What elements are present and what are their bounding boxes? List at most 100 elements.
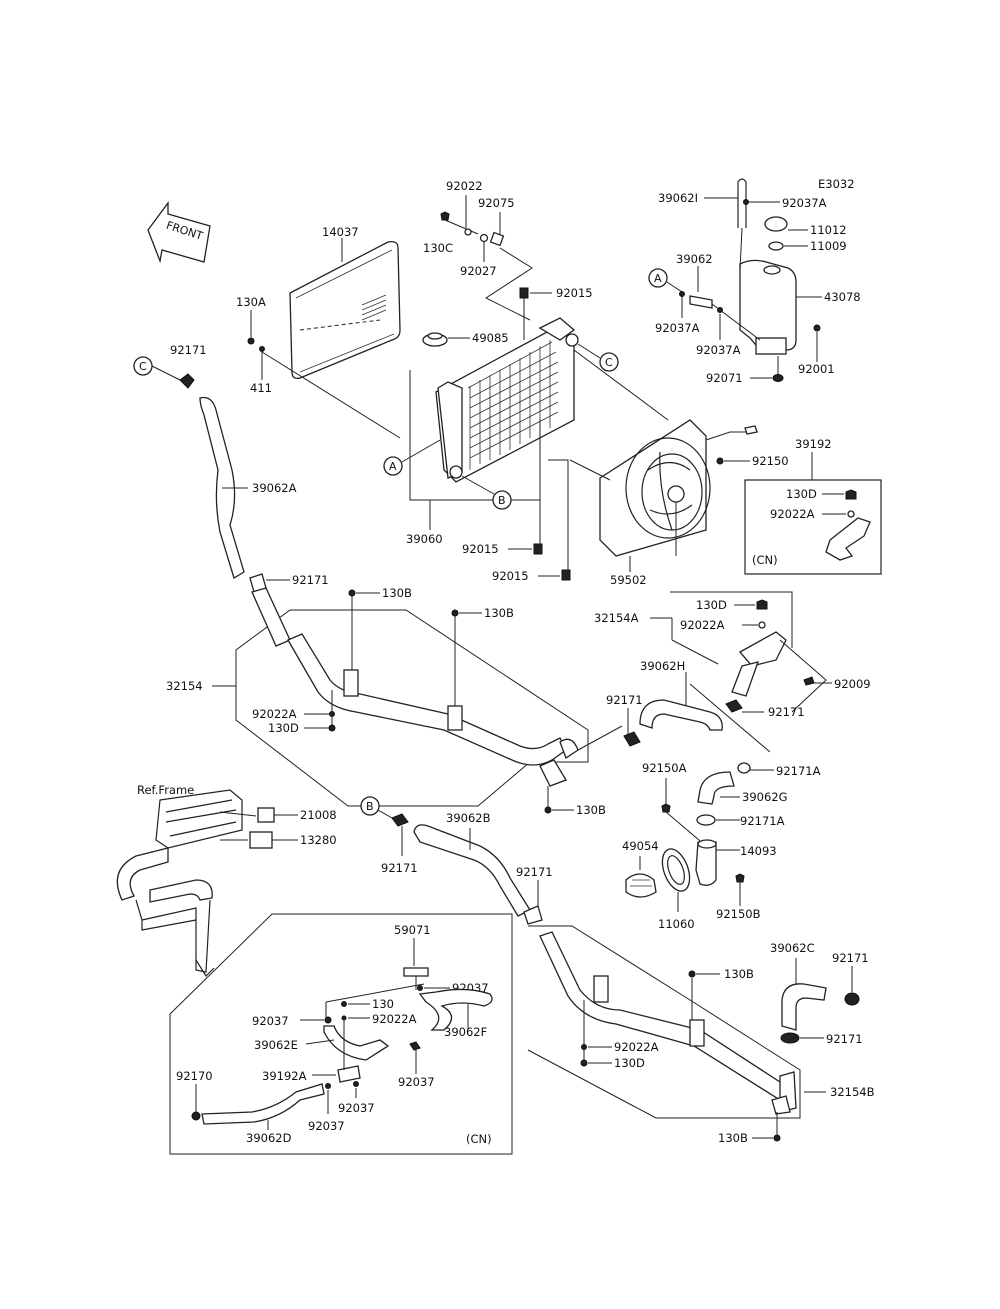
ref-frame-label: Ref.Frame bbox=[137, 783, 194, 797]
part-92027: 92027 bbox=[460, 264, 497, 278]
bolt-130a bbox=[247, 337, 255, 345]
part-11060: 11060 bbox=[658, 917, 695, 931]
radiator-screen bbox=[289, 240, 401, 380]
part-92037-2: 92037 bbox=[252, 1014, 289, 1028]
part-43078: 43078 bbox=[824, 290, 861, 304]
relay-21008 bbox=[257, 807, 275, 823]
part-11009: 11009 bbox=[810, 239, 847, 253]
thermostat-49054 bbox=[625, 873, 657, 898]
pipe-32154b bbox=[539, 931, 793, 1101]
part-39062D: 39062D bbox=[246, 1131, 292, 1145]
part-411: 411 bbox=[250, 381, 272, 395]
front-arrow-icon: FRONT bbox=[147, 201, 211, 264]
part-14093: 14093 bbox=[740, 844, 777, 858]
part-92037-4: 92037 bbox=[338, 1101, 375, 1115]
bolt-92150b bbox=[735, 873, 745, 883]
part-32154B: 32154B bbox=[830, 1085, 875, 1099]
part-92171-c2: 92171 bbox=[832, 951, 869, 965]
part-130C: 130C bbox=[423, 241, 453, 255]
part-92171-c: 92171 bbox=[170, 343, 207, 357]
bolt-92150a bbox=[661, 803, 671, 813]
callout-c-right bbox=[599, 352, 619, 372]
part-32154A: 32154A bbox=[594, 611, 639, 625]
part-130D-box: 130D bbox=[786, 487, 817, 501]
part-130D-right: 130D bbox=[696, 598, 727, 612]
part-39192A: 39192A bbox=[262, 1069, 307, 1083]
part-92022A-bot: 92022A bbox=[614, 1040, 659, 1054]
part-92037-5: 92037 bbox=[308, 1119, 345, 1133]
hose-39062h bbox=[639, 699, 723, 731]
clamp-92171-c2 bbox=[844, 992, 860, 1006]
box-39192 bbox=[744, 479, 882, 575]
part-92001: 92001 bbox=[798, 362, 835, 376]
module-13280 bbox=[249, 831, 273, 849]
clamp-92171-c3 bbox=[780, 1032, 800, 1044]
part-32154: 32154 bbox=[166, 679, 203, 693]
part-92075: 92075 bbox=[478, 196, 515, 210]
part-92037A-left: 92037A bbox=[655, 321, 700, 335]
bolt-92001 bbox=[813, 324, 821, 332]
part-92071: 92071 bbox=[706, 371, 743, 385]
part-49054: 49054 bbox=[622, 839, 659, 853]
part-13280: 13280 bbox=[300, 833, 337, 847]
clamp-92171a-1 bbox=[737, 762, 751, 774]
part-11012: 11012 bbox=[810, 223, 847, 237]
part-59071: 59071 bbox=[394, 923, 431, 937]
svg-text:A: A bbox=[389, 460, 397, 473]
part-92171A-1: 92171A bbox=[776, 764, 821, 778]
hose-39062d bbox=[201, 1083, 325, 1125]
pipe-bracket-1 bbox=[343, 669, 359, 697]
callout-b-radiator bbox=[492, 490, 512, 510]
part-130B-2: 130B bbox=[484, 606, 514, 620]
part-14037: 14037 bbox=[322, 225, 359, 239]
part-92170: 92170 bbox=[176, 1069, 213, 1083]
grommet-92071 bbox=[772, 374, 784, 382]
part-92037A-mid: 92037A bbox=[696, 343, 741, 357]
hose-39062c bbox=[781, 983, 827, 1031]
gasket-11060 bbox=[661, 848, 691, 892]
part-21008: 21008 bbox=[300, 808, 337, 822]
variant-cn-lower: (CN) bbox=[466, 1132, 492, 1146]
tee-59071 bbox=[403, 967, 429, 977]
hose-39062f bbox=[418, 988, 493, 1031]
cooling-fan bbox=[599, 419, 711, 557]
clamp-92171-mid bbox=[523, 905, 543, 925]
part-92150: 92150 bbox=[752, 454, 789, 468]
part-92171-upper: 92171 bbox=[292, 573, 329, 587]
part-49085: 49085 bbox=[472, 331, 509, 345]
callout-a-radiator bbox=[383, 456, 403, 476]
part-39062I: 39062I bbox=[658, 191, 698, 205]
svg-text:B: B bbox=[498, 494, 506, 507]
clamp-92171a-2 bbox=[696, 814, 716, 826]
radiator-assembly bbox=[435, 317, 579, 483]
part-39062G: 39062G bbox=[742, 790, 788, 804]
gasket-11009 bbox=[768, 241, 784, 251]
part-92171-c3: 92171 bbox=[826, 1032, 863, 1046]
part-130B-4: 130B bbox=[724, 967, 754, 981]
part-92150B: 92150B bbox=[716, 907, 761, 921]
part-59502: 59502 bbox=[610, 573, 647, 587]
part-130B-3: 130B bbox=[576, 803, 606, 817]
part-92015-bot: 92015 bbox=[492, 569, 529, 583]
fitting-32154a bbox=[738, 631, 787, 667]
part-39062F: 39062F bbox=[444, 1025, 487, 1039]
diagram-code: E3032 bbox=[818, 177, 855, 191]
part-39062: 39062 bbox=[676, 252, 713, 266]
part-92171-h2: 92171 bbox=[768, 705, 805, 719]
part-39192: 39192 bbox=[795, 437, 832, 451]
part-39060: 39060 bbox=[406, 532, 443, 546]
bolt-130b-1 bbox=[348, 589, 356, 597]
variant-cn-box: (CN) bbox=[752, 553, 778, 567]
part-92022A-cn: 92022A bbox=[372, 1012, 417, 1026]
part-39062E: 39062E bbox=[254, 1038, 298, 1052]
clip-92015-mid bbox=[533, 543, 543, 555]
bolt-130b-3 bbox=[544, 806, 552, 814]
pipe-32154 bbox=[287, 633, 567, 766]
hose-39062 bbox=[689, 295, 713, 309]
housing-14093 bbox=[695, 841, 717, 886]
bolt-130b-4 bbox=[688, 970, 696, 978]
part-92037-3: 92037 bbox=[398, 1075, 435, 1089]
part-92171-mid: 92171 bbox=[516, 865, 553, 879]
part-130B-5: 130B bbox=[718, 1131, 748, 1145]
